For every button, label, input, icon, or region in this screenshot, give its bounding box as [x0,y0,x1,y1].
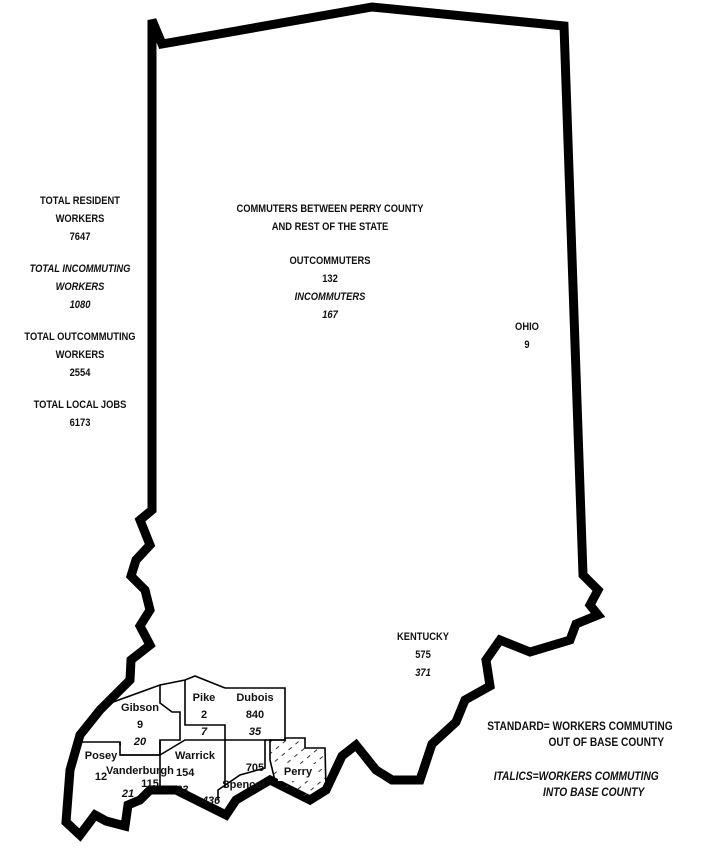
gibson-out: 9 [136,719,144,731]
resident-value: 7647 [69,231,91,243]
total-incommuting-workers: TOTAL INCOMMUTING WORKERS 1080 [21,260,140,314]
county-warrick: Warrick 154 23 [170,748,220,799]
outcommuting-value: 2554 [69,367,91,379]
county-pike: Pike 2 7 [190,690,218,741]
outcommuting-label-1: TOTAL OUTCOMMUTING [24,331,136,343]
kentucky-out: 575 [415,649,431,661]
pike-in: 7 [200,726,208,738]
warrick-in: 23 [176,784,189,796]
warrick-out: 154 [176,767,195,779]
legend-italics: ITALICS=WORKERS COMMUTING INTO BASE COUN… [494,768,673,800]
ohio-name: OHIO [515,321,539,333]
incommuting-label-1: TOTAL INCOMMUTING [29,263,131,275]
state-title-line-2: AND REST OF THE STATE [271,221,389,233]
indiana-state-outline [61,2,606,842]
legend-italics-line-2: INTO BASE COUNTY [543,785,645,799]
legend-standard-line-2: OUT OF BASE COUNTY [548,735,665,749]
state-title-line-1: COMMUTERS BETWEEN PERRY COUNTY [236,203,424,215]
spencer-out: 705 [245,762,265,774]
vanderburgh-name: Vanderburgh [106,765,174,777]
spencer-name: Spencer [222,779,266,791]
pike-out: 2 [200,709,208,721]
vanderburgh-out: 115 [141,778,159,790]
legend-standard-line-1: STANDARD= WORKERS COMMUTING [487,719,673,733]
pike-name: Pike [192,692,216,704]
local-jobs-value: 6173 [69,417,91,429]
posey-name: Posey [84,750,118,762]
ohio-out: 9 [524,339,530,351]
county-dubois: Dubois 840 35 [235,690,275,741]
incommuters-label: INCOMMUTERS [294,291,366,303]
posey-out: 12 [94,771,108,783]
dubois-out: 840 [245,709,265,721]
incommuting-value: 1080 [69,299,91,311]
total-outcommuting-workers: TOTAL OUTCOMMUTING WORKERS 2554 [21,328,140,382]
county-gibson: Gibson 9 20 [120,700,160,751]
gibson-name: Gibson [121,702,159,714]
county-posey: Posey 12 [84,748,118,786]
state-commuters: OUTCOMMUTERS 132 INCOMMUTERS 167 [279,252,381,324]
state-title: COMMUTERS BETWEEN PERRY COUNTY AND REST … [228,200,432,236]
kentucky-name: KENTUCKY [397,631,449,643]
incommuters-value: 167 [322,309,338,321]
ohio-label: OHIO 9 [502,318,553,354]
total-local-jobs: TOTAL LOCAL JOBS 6173 [21,396,140,432]
kentucky-label: KENTUCKY 575 371 [393,628,453,682]
warrick-name: Warrick [175,750,215,762]
spencer-in: 436 [201,795,221,807]
resident-label-1: TOTAL RESIDENT [39,195,121,207]
outcommuters-label: OUTCOMMUTERS [289,255,371,267]
dubois-name: Dubois [236,692,274,704]
local-jobs-label: TOTAL LOCAL JOBS [33,399,127,411]
outcommuters-value: 132 [322,273,338,285]
resident-label-2: WORKERS [55,213,105,225]
gibson-in: 20 [133,736,147,748]
dubois-in: 35 [248,726,262,738]
vanderburgh-in: 21 [121,788,135,800]
total-resident-workers: TOTAL RESIDENT WORKERS 7647 [21,192,140,246]
outcommuting-label-2: WORKERS [55,349,105,361]
legend-italics-line-1: ITALICS=WORKERS COMMUTING [493,769,659,783]
legend-standard: STANDARD= WORKERS COMMUTING OUT OF BASE … [487,718,683,750]
perry-name: Perry [278,764,318,781]
incommuting-label-2: WORKERS [55,281,105,293]
kentucky-in: 371 [415,667,431,679]
